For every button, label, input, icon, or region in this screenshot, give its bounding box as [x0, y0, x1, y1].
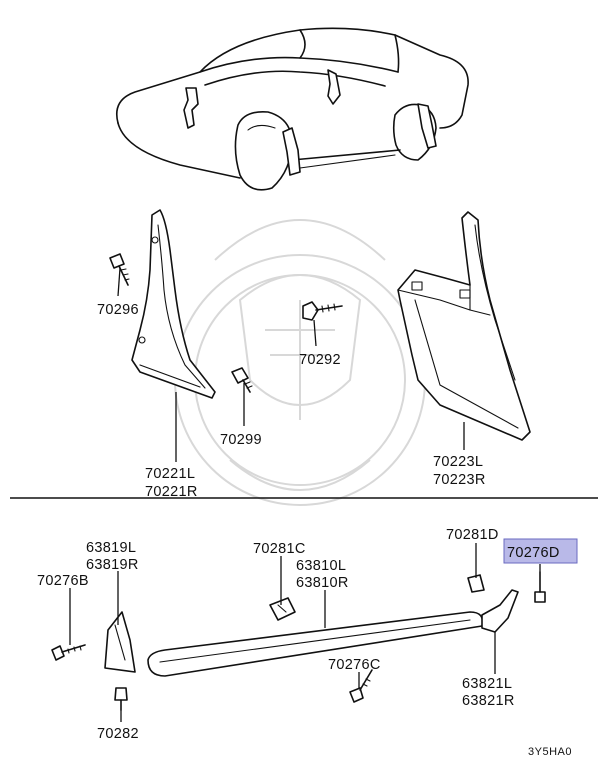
label-70276C: 70276C	[328, 657, 381, 673]
label-70292: 70292	[299, 352, 341, 368]
clip-70282	[114, 687, 128, 711]
label-70276D: 70276D	[507, 545, 560, 561]
diagram-code: 3Y5HA0	[528, 746, 572, 758]
label-63819L: 63819L	[86, 540, 136, 556]
label-70276B: 70276B	[37, 573, 89, 589]
label-63821L: 63821L	[462, 676, 512, 692]
label-63810L: 63810L	[296, 558, 346, 574]
label-70299: 70299	[220, 432, 262, 448]
label-70296: 70296	[97, 302, 139, 318]
label-70223R: 70223R	[433, 472, 486, 488]
mud-guard-70223	[397, 211, 531, 441]
label-70223L: 70223L	[433, 454, 483, 470]
mud-guard-front-63819	[104, 611, 136, 673]
nut-70281C	[269, 597, 296, 621]
screw-70276D	[534, 571, 546, 603]
label-70281D: 70281D	[446, 527, 499, 543]
highlight-box-70276D	[503, 538, 578, 564]
leader-lines	[69, 267, 541, 722]
label-70221L: 70221L	[145, 466, 195, 482]
screw-70276C	[349, 669, 373, 703]
screw-70276B	[51, 644, 86, 661]
label-63821R: 63821R	[462, 693, 515, 709]
mud-guard-70221	[131, 209, 216, 399]
rocker-panel-63810	[147, 611, 484, 677]
label-70281C: 70281C	[253, 541, 306, 557]
label-70282: 70282	[97, 726, 139, 742]
mud-guard-rear-63821	[481, 589, 519, 633]
label-63819R: 63819R	[86, 557, 139, 573]
car-overview-illustration	[116, 27, 469, 191]
label-70221R: 70221R	[145, 484, 198, 500]
watermark-emblem	[174, 219, 426, 506]
label-63810R: 63810R	[296, 575, 349, 591]
screw-70299	[231, 367, 253, 393]
bolt-70292	[302, 301, 343, 321]
